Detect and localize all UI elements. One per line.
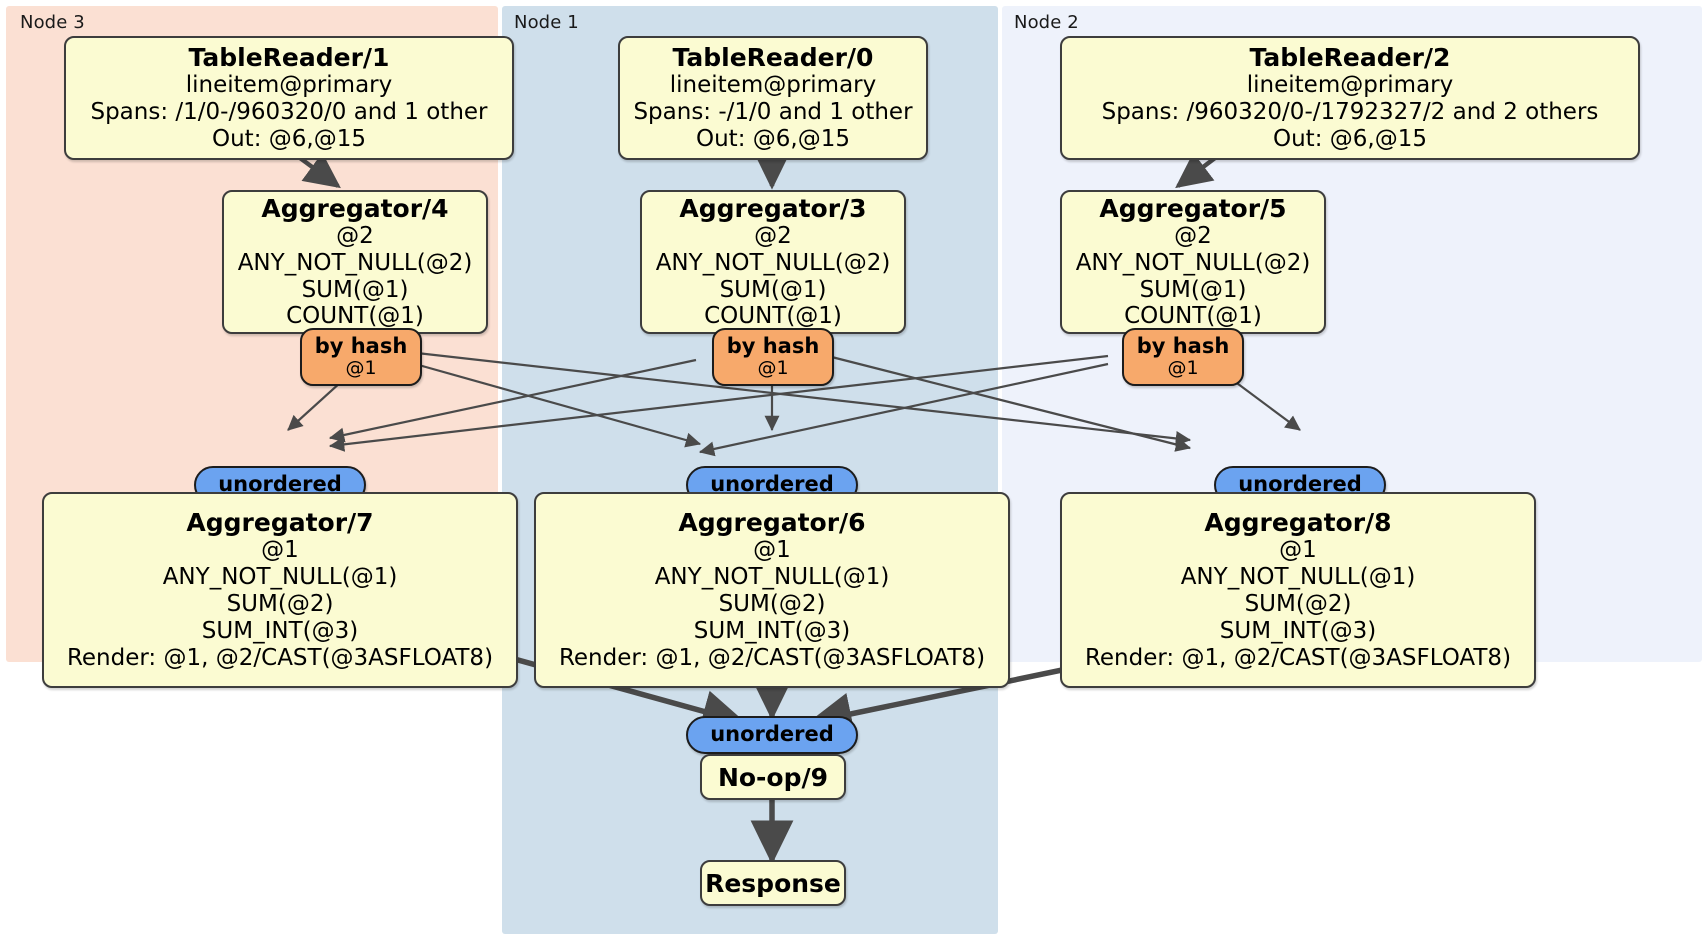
aggregator-3-agg-1: SUM(@1) bbox=[719, 276, 827, 303]
aggregator-6-group: @1 bbox=[753, 537, 791, 564]
hash-badge-node-1-label: by hash bbox=[726, 334, 820, 358]
no-op-9-title: No-op/9 bbox=[717, 762, 829, 792]
panel-label-node-1: Node 1 bbox=[514, 12, 579, 33]
table-reader-1-table: lineitem@primary bbox=[185, 72, 393, 99]
aggregator-8-agg-0: ANY_NOT_NULL(@1) bbox=[1180, 564, 1416, 591]
aggregator-4-box[interactable]: Aggregator/4 @2 ANY_NOT_NULL(@2) SUM(@1)… bbox=[222, 190, 488, 334]
aggregator-5-title: Aggregator/5 bbox=[1099, 193, 1287, 223]
aggregator-7-group: @1 bbox=[261, 537, 299, 564]
unordered-badge-node-3-label: unordered bbox=[218, 472, 342, 497]
aggregator-8-box[interactable]: Aggregator/8 @1 ANY_NOT_NULL(@1) SUM(@2)… bbox=[1060, 492, 1536, 688]
aggregator-5-agg-2: COUNT(@1) bbox=[1124, 303, 1262, 330]
table-reader-0-out: Out: @6,@15 bbox=[696, 125, 850, 152]
table-reader-1-title: TableReader/1 bbox=[188, 43, 390, 73]
aggregator-8-agg-2: SUM_INT(@3) bbox=[1219, 617, 1377, 644]
aggregator-5-agg-1: SUM(@1) bbox=[1139, 276, 1247, 303]
response-box[interactable]: Response bbox=[700, 860, 846, 906]
aggregator-3-title: Aggregator/3 bbox=[679, 193, 867, 223]
table-reader-2-box[interactable]: TableReader/2 lineitem@primary Spans: /9… bbox=[1060, 36, 1640, 160]
hash-badge-node-2-label: by hash bbox=[1136, 334, 1230, 358]
table-reader-0-table: lineitem@primary bbox=[669, 72, 877, 99]
hash-badge-node-2[interactable]: by hash @1 bbox=[1122, 328, 1244, 386]
hash-badge-node-1[interactable]: by hash @1 bbox=[712, 328, 834, 386]
table-reader-1-out: Out: @6,@15 bbox=[212, 125, 366, 152]
aggregator-7-box[interactable]: Aggregator/7 @1 ANY_NOT_NULL(@1) SUM(@2)… bbox=[42, 492, 518, 688]
aggregator-5-group: @2 bbox=[1174, 222, 1212, 249]
aggregator-8-render: Render: @1, @2/CAST(@3ASFLOAT8) bbox=[1084, 644, 1512, 671]
aggregator-8-title: Aggregator/8 bbox=[1204, 508, 1392, 538]
aggregator-4-agg-2: COUNT(@1) bbox=[286, 303, 424, 330]
table-reader-1-spans: Spans: /1/0-/960320/0 and 1 other bbox=[90, 99, 488, 126]
aggregator-4-agg-1: SUM(@1) bbox=[301, 276, 409, 303]
hash-badge-node-1-column: @1 bbox=[757, 357, 789, 380]
unordered-badge-node-1-label: unordered bbox=[710, 472, 834, 497]
hash-badge-node-2-column: @1 bbox=[1167, 357, 1199, 380]
table-reader-0-box[interactable]: TableReader/0 lineitem@primary Spans: -/… bbox=[618, 36, 928, 160]
table-reader-2-spans: Spans: /960320/0-/1792327/2 and 2 others bbox=[1101, 99, 1599, 126]
table-reader-1-box[interactable]: TableReader/1 lineitem@primary Spans: /1… bbox=[64, 36, 514, 160]
hash-badge-node-3-label: by hash bbox=[314, 334, 408, 358]
no-op-9-box[interactable]: No-op/9 bbox=[700, 754, 846, 800]
aggregator-3-box[interactable]: Aggregator/3 @2 ANY_NOT_NULL(@2) SUM(@1)… bbox=[640, 190, 906, 334]
aggregator-3-agg-2: COUNT(@1) bbox=[704, 303, 842, 330]
aggregator-8-group: @1 bbox=[1279, 537, 1317, 564]
aggregator-7-agg-0: ANY_NOT_NULL(@1) bbox=[162, 564, 398, 591]
response-title: Response bbox=[705, 868, 841, 898]
aggregator-6-agg-0: ANY_NOT_NULL(@1) bbox=[654, 564, 890, 591]
aggregator-4-agg-0: ANY_NOT_NULL(@2) bbox=[237, 249, 473, 276]
aggregator-6-agg-1: SUM(@2) bbox=[718, 591, 826, 618]
hash-badge-node-3[interactable]: by hash @1 bbox=[300, 328, 422, 386]
table-reader-0-spans: Spans: -/1/0 and 1 other bbox=[633, 99, 913, 126]
table-reader-2-out: Out: @6,@15 bbox=[1273, 125, 1427, 152]
aggregator-7-agg-1: SUM(@2) bbox=[226, 591, 334, 618]
aggregator-6-agg-2: SUM_INT(@3) bbox=[693, 617, 851, 644]
aggregator-7-render: Render: @1, @2/CAST(@3ASFLOAT8) bbox=[66, 644, 494, 671]
aggregator-7-title: Aggregator/7 bbox=[186, 508, 374, 538]
aggregator-7-agg-2: SUM_INT(@3) bbox=[201, 617, 359, 644]
unordered-badge-node-2-label: unordered bbox=[1238, 472, 1362, 497]
unordered-badge-final[interactable]: unordered bbox=[686, 716, 858, 754]
aggregator-6-render: Render: @1, @2/CAST(@3ASFLOAT8) bbox=[558, 644, 986, 671]
aggregator-3-group: @2 bbox=[754, 222, 792, 249]
panel-label-node-3: Node 3 bbox=[20, 12, 85, 33]
aggregator-4-group: @2 bbox=[336, 222, 374, 249]
aggregator-5-agg-0: ANY_NOT_NULL(@2) bbox=[1075, 249, 1311, 276]
aggregator-8-agg-1: SUM(@2) bbox=[1244, 591, 1352, 618]
unordered-badge-final-label: unordered bbox=[710, 722, 834, 747]
panel-label-node-2: Node 2 bbox=[1014, 12, 1079, 33]
aggregator-5-box[interactable]: Aggregator/5 @2 ANY_NOT_NULL(@2) SUM(@1)… bbox=[1060, 190, 1326, 334]
table-reader-0-title: TableReader/0 bbox=[672, 43, 874, 73]
aggregator-3-agg-0: ANY_NOT_NULL(@2) bbox=[655, 249, 891, 276]
aggregator-6-title: Aggregator/6 bbox=[678, 508, 866, 538]
aggregator-4-title: Aggregator/4 bbox=[261, 193, 449, 223]
aggregator-6-box[interactable]: Aggregator/6 @1 ANY_NOT_NULL(@1) SUM(@2)… bbox=[534, 492, 1010, 688]
table-reader-2-table: lineitem@primary bbox=[1246, 72, 1454, 99]
hash-badge-node-3-column: @1 bbox=[345, 357, 377, 380]
table-reader-2-title: TableReader/2 bbox=[1249, 43, 1451, 73]
